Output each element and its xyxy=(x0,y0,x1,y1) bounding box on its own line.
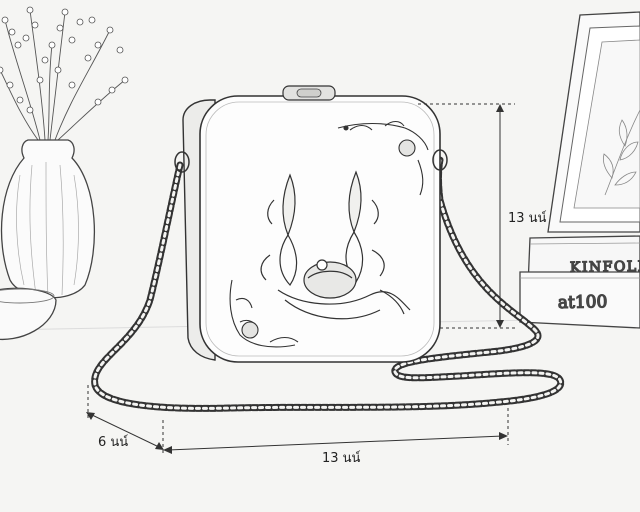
bag-front xyxy=(199,95,441,363)
book-title-bottom: at100 xyxy=(558,292,608,313)
chain-rings xyxy=(174,149,448,173)
dimension-lines xyxy=(86,103,515,455)
pomegranate-bottom-icon xyxy=(229,279,299,348)
pomegranate-top-icon xyxy=(337,120,429,196)
depth-dimension-label: 6 นน์ xyxy=(98,434,128,450)
height-dimension-label: 13 นน์ xyxy=(508,210,547,226)
vase-ribs xyxy=(16,161,79,299)
book-bottom xyxy=(519,271,640,329)
book-stack: KINFOLK at100 xyxy=(519,235,640,329)
book-title-top: KINFOLK xyxy=(570,259,640,276)
clutch-bag xyxy=(174,85,448,363)
width-dimension-label: 13 นน์ xyxy=(322,450,361,466)
leaf-sprig-icon xyxy=(603,109,640,196)
chain-strap xyxy=(91,156,565,412)
picture-frame xyxy=(547,11,640,233)
flower-stems xyxy=(0,9,126,141)
clasp xyxy=(282,85,336,101)
flower-buds xyxy=(0,6,129,114)
vase-with-flowers xyxy=(0,6,129,340)
floral-ornament-icon xyxy=(260,170,411,320)
